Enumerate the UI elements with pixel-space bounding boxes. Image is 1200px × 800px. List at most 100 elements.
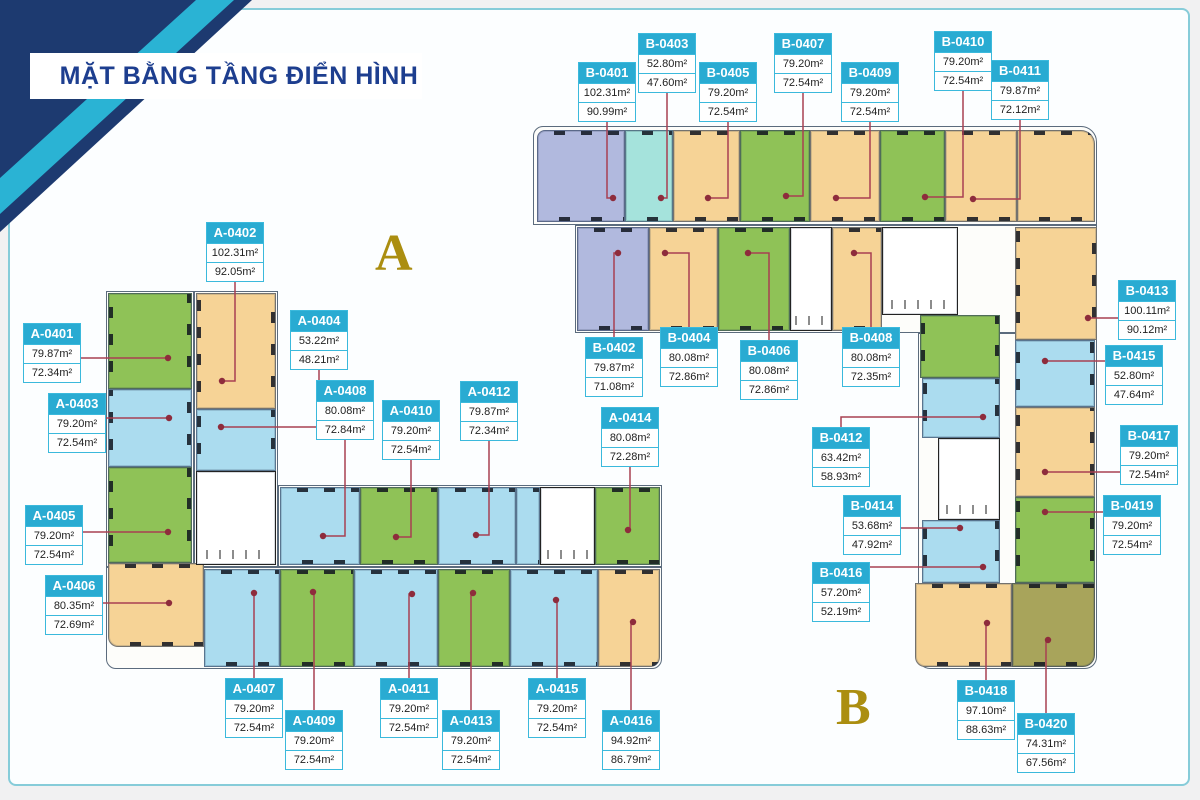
block-b-letter: B xyxy=(836,679,871,736)
apartment-area-1: 79.20m² xyxy=(25,526,83,546)
apartment-id: A-0409 xyxy=(285,710,343,732)
apartment-unit xyxy=(280,569,354,667)
apartment-area-1: 97.10m² xyxy=(957,701,1015,721)
apartment-unit xyxy=(1015,497,1095,583)
apartment-id: B-0401 xyxy=(578,62,636,84)
apartment-area-2: 72.35m² xyxy=(842,367,900,387)
apartment-id: B-0403 xyxy=(638,33,696,55)
apartment-id: B-0415 xyxy=(1105,345,1163,367)
apartment-unit xyxy=(108,293,192,389)
apartment-id: B-0409 xyxy=(841,62,899,84)
title-banner: MẶT BẰNG TẦNG ĐIỂN HÌNH xyxy=(30,53,422,99)
apartment-area-1: 79.20m² xyxy=(48,414,106,434)
apartment-unit xyxy=(915,583,1012,667)
apartment-area-1: 79.20m² xyxy=(934,52,992,72)
apartment-id: A-0402 xyxy=(206,222,264,244)
apartment-id: A-0407 xyxy=(225,678,283,700)
apartment-area-1: 80.08m² xyxy=(316,401,374,421)
apartment-area-2: 52.19m² xyxy=(812,602,870,622)
apartment-unit xyxy=(810,130,880,222)
apartment-area-2: 88.63m² xyxy=(957,720,1015,740)
apartment-id: A-0410 xyxy=(382,400,440,422)
apartment-area-2: 67.56m² xyxy=(1017,753,1075,773)
apartment-area-2: 72.86m² xyxy=(740,380,798,400)
apartment-id: A-0405 xyxy=(25,505,83,527)
apartment-unit xyxy=(1012,583,1095,667)
apartment-area-1: 52.80m² xyxy=(1105,366,1163,386)
apartment-id: A-0412 xyxy=(460,381,518,403)
apartment-unit xyxy=(510,569,598,667)
apartment-area-1: 79.20m² xyxy=(1120,446,1178,466)
apartment-area-1: 57.20m² xyxy=(812,583,870,603)
apartment-area-1: 79.20m² xyxy=(380,699,438,719)
apartment-area-2: 86.79m² xyxy=(602,750,660,770)
apartment-area-1: 102.31m² xyxy=(578,83,636,103)
apartment-area-2: 72.54m² xyxy=(380,718,438,738)
apartment-id: A-0414 xyxy=(601,407,659,429)
apartment-unit xyxy=(922,520,1000,583)
apartment-id: A-0415 xyxy=(528,678,586,700)
apartment-area-2: 47.64m² xyxy=(1105,385,1163,405)
apartment-area-1: 80.08m² xyxy=(601,428,659,448)
apartment-area-1: 80.08m² xyxy=(660,348,718,368)
apartment-area-2: 72.54m² xyxy=(225,718,283,738)
apartment-unit xyxy=(438,569,510,667)
apartment-area-2: 72.54m² xyxy=(285,750,343,770)
apartment-unit xyxy=(740,130,810,222)
apartment-area-1: 79.20m² xyxy=(1103,516,1161,536)
apartment-unit xyxy=(196,293,276,409)
apartment-area-1: 79.20m² xyxy=(285,731,343,751)
apartment-area-1: 79.20m² xyxy=(699,83,757,103)
apartment-unit xyxy=(1015,340,1095,407)
apartment-unit xyxy=(922,378,1000,438)
apartment-unit xyxy=(625,130,673,222)
apartment-area-1: 80.08m² xyxy=(740,361,798,381)
apartment-area-2: 72.54m² xyxy=(1103,535,1161,555)
apartment-unit xyxy=(673,130,740,222)
apartment-id: B-0404 xyxy=(660,327,718,349)
apartment-area-1: 79.87m² xyxy=(460,402,518,422)
apartment-unit xyxy=(880,130,945,222)
apartment-area-1: 79.20m² xyxy=(442,731,500,751)
apartment-area-1: 53.22m² xyxy=(290,331,348,351)
apartment-area-1: 79.87m² xyxy=(991,81,1049,101)
apartment-unit xyxy=(280,487,360,565)
apartment-area-1: 102.31m² xyxy=(206,243,264,263)
apartment-id: B-0405 xyxy=(699,62,757,84)
apartment-area-2: 48.21m² xyxy=(290,350,348,370)
apartment-area-2: 90.99m² xyxy=(578,102,636,122)
apartment-unit xyxy=(1017,130,1095,222)
apartment-area-2: 92.05m² xyxy=(206,262,264,282)
apartment-area-1: 80.35m² xyxy=(45,596,103,616)
apartment-unit xyxy=(649,227,718,331)
core-unit xyxy=(938,438,1000,520)
apartment-area-1: 94.92m² xyxy=(602,731,660,751)
apartment-id: A-0404 xyxy=(290,310,348,332)
page-title: MẶT BẰNG TẦNG ĐIỂN HÌNH xyxy=(59,61,419,90)
apartment-id: B-0417 xyxy=(1120,425,1178,447)
apartment-area-1: 53.68m² xyxy=(843,516,901,536)
apartment-area-1: 74.31m² xyxy=(1017,734,1075,754)
apartment-id: A-0416 xyxy=(602,710,660,732)
apartment-area-1: 79.20m² xyxy=(225,699,283,719)
apartment-id: A-0406 xyxy=(45,575,103,597)
apartment-unit xyxy=(920,315,1000,378)
apartment-area-2: 71.08m² xyxy=(585,377,643,397)
apartment-id: B-0407 xyxy=(774,33,832,55)
